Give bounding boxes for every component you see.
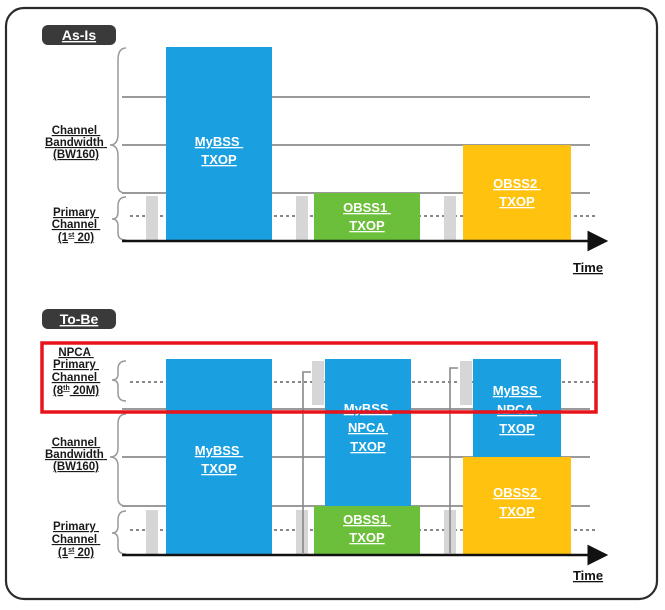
asis-channel-label: Channel Bandwidth (BW160) <box>45 125 107 161</box>
tobe-obss2-text: OBSS2 TXOP <box>493 485 541 519</box>
tobe-tag <box>42 309 116 329</box>
tobe-npca-brace <box>111 360 127 402</box>
asis-mybss-text: MyBSS TXOP <box>195 134 243 167</box>
asis-channel-brace <box>109 47 127 194</box>
tobe-npca-text-a: MyBSS NPCA TXOP <box>344 401 392 454</box>
tobe-npca-block-a <box>325 359 411 506</box>
backoff-bar-npca <box>460 361 472 405</box>
tobe-mybss-text: MyBSS TXOP <box>195 443 243 476</box>
tobe-npca-block-b <box>473 359 561 457</box>
tobe-channel-label: Channel Bandwidth (BW160) <box>45 437 107 473</box>
backoff-bar <box>444 196 456 240</box>
asis-tag <box>42 25 116 45</box>
asis-obss1-block <box>314 193 420 240</box>
backoff-bar <box>296 510 308 554</box>
asis-obss2-text: OBSS2 TXOP <box>493 176 541 209</box>
npca-switch-arrow <box>302 371 311 553</box>
tobe-obss2-block <box>463 457 571 554</box>
asis-primary-label: Primary Channel (1st 20) <box>52 207 101 244</box>
asis-section: As-Is Channel Bandwidth (BW160) Primary … <box>42 25 609 275</box>
tobe-time-label: Time <box>573 568 603 583</box>
asis-time-label: Time <box>573 260 603 275</box>
asis-obss1-text: OBSS1 TXOP <box>343 200 391 233</box>
asis-primary-brace <box>111 196 127 241</box>
tobe-mybss-block <box>166 359 272 554</box>
tobe-npca-text-b: MyBSS NPCA TXOP <box>493 383 541 436</box>
tobe-npca-label: NPCA Primary Channel (8th 20M) <box>52 347 101 397</box>
backoff-bar <box>146 510 158 554</box>
tobe-tag-label: To-Be <box>60 311 99 327</box>
tobe-section: To-Be NPCA Primary Channel (8th 20M) Cha… <box>40 309 609 583</box>
backoff-bar-npca <box>312 361 324 405</box>
asis-mybss-block <box>166 47 272 240</box>
tobe-obss1-block <box>314 506 420 554</box>
asis-tag-label: As-Is <box>62 27 96 43</box>
tobe-primary-label: Primary Channel (1st 20) <box>52 521 101 559</box>
backoff-bar <box>146 196 158 240</box>
tobe-obss1-text: OBSS1 TXOP <box>343 512 391 545</box>
tobe-channel-brace <box>109 413 127 507</box>
asis-obss2-block <box>463 145 571 240</box>
backoff-bar <box>296 196 308 240</box>
npca-switch-arrow <box>449 367 458 553</box>
npca-highlight-box <box>40 341 598 414</box>
tobe-primary-brace <box>111 510 127 555</box>
